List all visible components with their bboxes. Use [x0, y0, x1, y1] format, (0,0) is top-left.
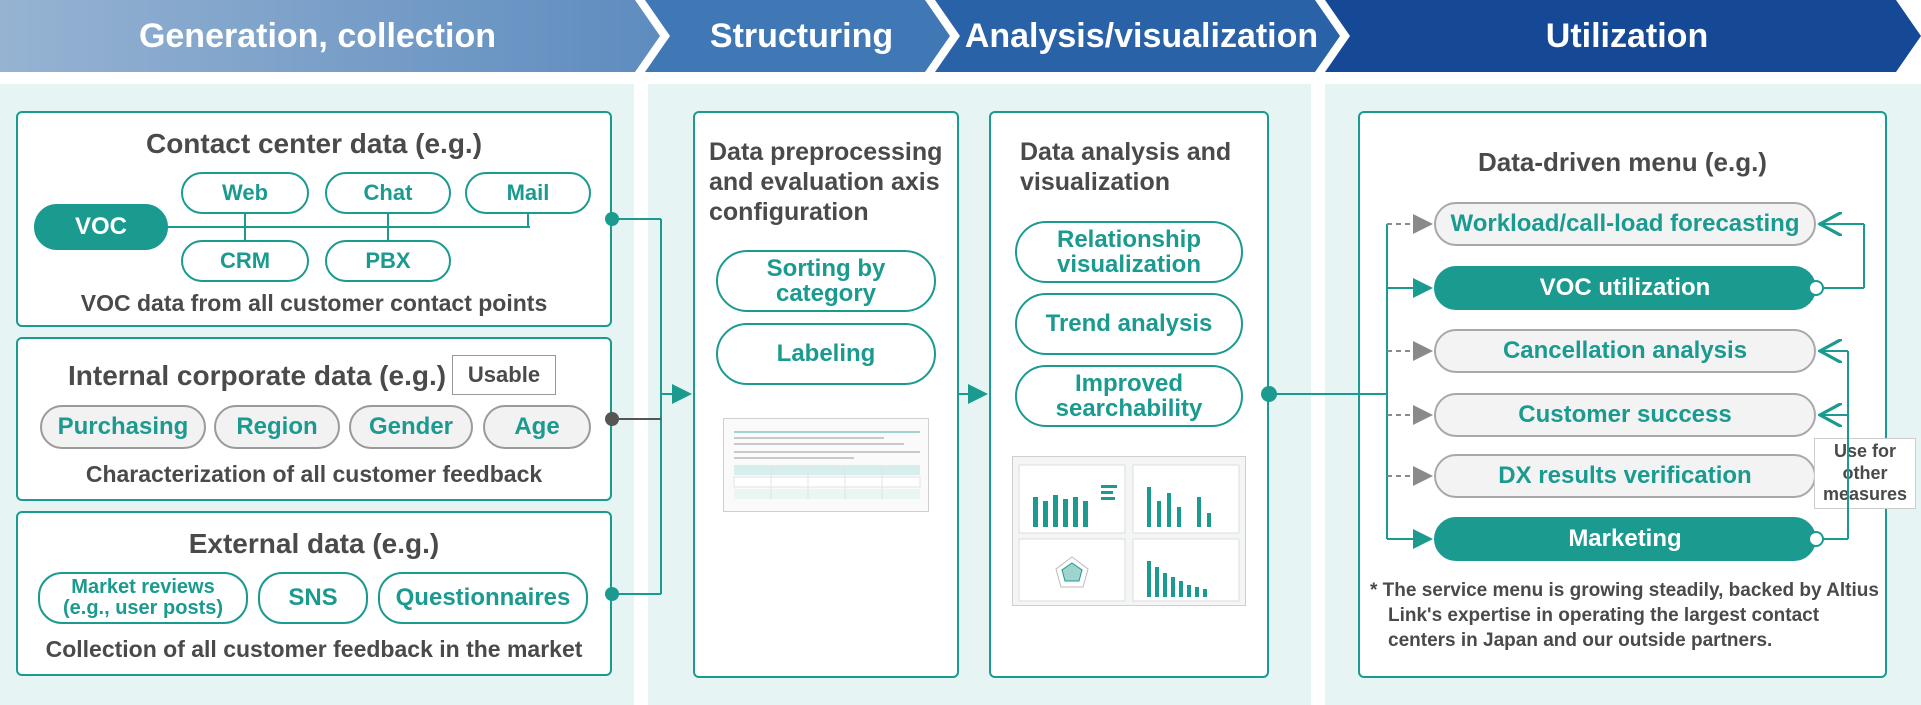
connector-dot [605, 212, 619, 226]
stage-structuring: Structuring [645, 0, 950, 72]
usable-tag: Usable [452, 355, 556, 395]
item-sns: SNS [258, 572, 368, 624]
channel-tree-lines [168, 214, 530, 240]
stage-label: Structuring [709, 16, 894, 55]
sorting-by-category: Sorting by category [716, 250, 936, 312]
menu-marketing: Marketing [1434, 517, 1816, 561]
structuring-title: Data preprocessing and evaluation axis c… [709, 138, 943, 226]
connector-dot [1261, 386, 1277, 402]
use-for-other-measures-label: Use for other measures [1814, 438, 1916, 509]
item-gender: Gender [349, 405, 473, 449]
internal-data-title: Internal corporate data (e.g.) [68, 360, 447, 391]
connector-dot [1808, 531, 1824, 547]
menu-dx-results-verification: DX results verification [1434, 454, 1816, 498]
item-questionnaires: Questionnaires [378, 572, 588, 624]
stage-generation-collection: Generation, collection [0, 0, 660, 72]
utilization-title: Data-driven menu (e.g.) [1478, 147, 1767, 177]
menu-branch-arrows [1387, 214, 1433, 549]
channel-mail: Mail [465, 172, 591, 214]
stage-utilization: Utilization [1325, 0, 1921, 72]
external-data-caption: Collection of all customer feedback in t… [45, 636, 583, 662]
feedback-loop-lines [1816, 224, 1865, 540]
table-thumbnail-graphic [733, 431, 921, 499]
dashboard-thumbnail [1012, 456, 1246, 606]
item-age: Age [483, 405, 591, 449]
dashboard-thumbnail-graphic [1018, 464, 1240, 602]
channel-crm: CRM [181, 240, 309, 282]
item-region: Region [214, 405, 340, 449]
connector-dot [605, 412, 619, 426]
channel-chat: Chat [325, 172, 451, 214]
menu-workload-forecasting: Workload/call-load forecasting [1434, 202, 1816, 246]
relationship-visualization: Relationship visualization [1015, 221, 1243, 283]
contact-center-title: Contact center data (e.g.) [145, 128, 483, 159]
stage-label: Utilization [1545, 16, 1709, 55]
item-market-reviews: Market reviews (e.g., user posts) [38, 572, 248, 624]
internal-data-caption: Characterization of all customer feedbac… [85, 461, 543, 487]
stage-analysis-visualization: Analysis/visualization [935, 0, 1340, 72]
table-thumbnail [723, 418, 929, 512]
external-data-title: External data (e.g.) [188, 528, 440, 559]
contact-center-caption: VOC data from all customer contact point… [80, 290, 548, 316]
menu-voc-utilization: VOC utilization [1434, 266, 1816, 310]
stage-label: Generation, collection [138, 16, 497, 55]
connector-dot [1808, 280, 1824, 296]
collection-bracket [612, 218, 692, 595]
improved-searchability: Improved searchability [1015, 365, 1243, 427]
trend-analysis: Trend analysis [1015, 293, 1243, 355]
stage-label: Analysis/visualization [964, 16, 1319, 55]
item-purchasing: Purchasing [40, 405, 206, 449]
menu-customer-success: Customer success [1434, 393, 1816, 437]
service-menu-note: * The service menu is growing steadily, … [1370, 580, 1879, 652]
connector-dot [605, 587, 619, 601]
voc-pill: VOC [34, 204, 168, 250]
channel-web: Web [181, 172, 309, 214]
labeling: Labeling [716, 323, 936, 385]
analysis-title: Data analysis and visualization [1020, 138, 1232, 196]
structuring-box [693, 111, 959, 678]
menu-cancellation-analysis: Cancellation analysis [1434, 329, 1816, 373]
channel-pbx: PBX [325, 240, 451, 282]
